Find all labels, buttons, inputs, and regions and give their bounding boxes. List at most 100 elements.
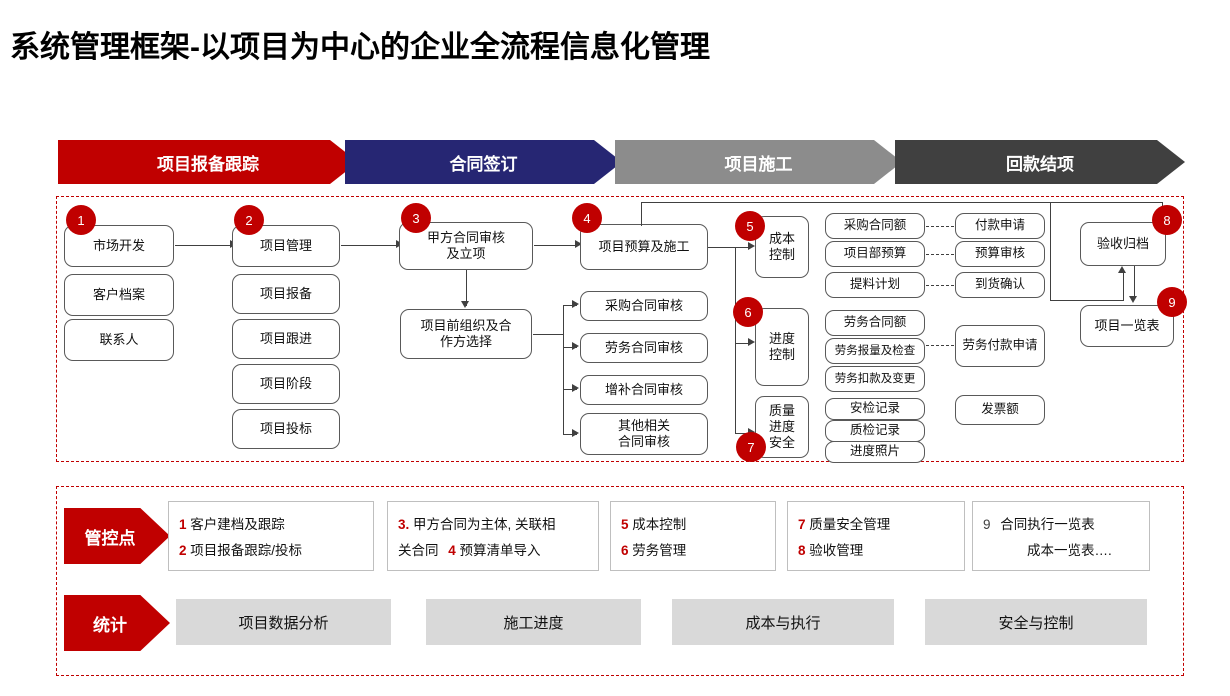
control-point-text: 验收管理 [809, 543, 864, 558]
control-point-card-1[interactable]: 1 客户建档及跟踪 2 项目报备跟踪/投标 [168, 501, 374, 571]
flow-box-payment-request[interactable]: 付款申请 [955, 213, 1045, 239]
flow-box-labor-quantity-check[interactable]: 劳务报量及检查 [825, 338, 925, 364]
flow-box-cost-control-line1: 成本 [768, 231, 795, 247]
flow-box-cost-control[interactable]: 成本 控制 [755, 216, 809, 278]
flow-box-market-development[interactable]: 市场开发 [64, 225, 174, 267]
statistics-tag-label: 统计 [93, 615, 127, 635]
control-point-card-4[interactable]: 7 质量安全管理 8 验收管理 [787, 501, 965, 571]
badge-7-label: 7 [747, 439, 755, 455]
badge-6-label: 6 [744, 304, 752, 320]
control-point-number: 8 [798, 543, 806, 558]
flow-box-project-bidding-label: 项目投标 [259, 421, 312, 437]
connector-fan-trunk [563, 305, 564, 434]
control-point-line: 关合同 4 预算清单导入 [398, 538, 590, 564]
flow-box-project-followup-label: 项目跟进 [259, 331, 312, 347]
flow-box-project-stage[interactable]: 项目阶段 [232, 364, 340, 404]
flow-box-project-list[interactable]: 项目一览表 [1080, 305, 1174, 347]
connector-c3-c4 [534, 245, 576, 246]
statistics-box-4-label: 安全与控制 [998, 614, 1074, 632]
flow-box-labor-contract-amount[interactable]: 劳务合同额 [825, 310, 925, 336]
flow-box-labor-deduction-change[interactable]: 劳务扣款及变更 [825, 366, 925, 392]
flow-box-progress-control[interactable]: 进度 控制 [755, 308, 809, 386]
control-point-card-2[interactable]: 3. 甲方合同为主体, 关联相 关合同 4 预算清单导入 [387, 501, 599, 571]
flow-box-purchase-contract-review[interactable]: 采购合同审核 [580, 291, 708, 321]
control-point-text: 劳务管理 [632, 543, 687, 558]
flow-box-contact-person-label: 联系人 [99, 332, 139, 348]
flow-box-progress-control-line2: 控制 [768, 347, 795, 362]
arrowhead-fan-2 [572, 342, 579, 350]
flow-box-project-budget-construction[interactable]: 项目预算及施工 [580, 224, 708, 270]
control-point-line: 3. 甲方合同为主体, 关联相 [398, 512, 590, 538]
flow-box-quality-safety[interactable]: 质量 进度 安全 [755, 396, 809, 458]
flow-box-material-plan[interactable]: 提料计划 [825, 272, 925, 298]
connector-preorg-out [533, 334, 564, 335]
flow-box-project-dept-budget[interactable]: 项目部预算 [825, 241, 925, 267]
statistics-box-4[interactable]: 安全与控制 [925, 599, 1147, 645]
badge-1: 1 [66, 205, 96, 235]
control-point-number: 7 [798, 517, 806, 532]
flow-box-goods-arrival-confirm[interactable]: 到货确认 [955, 272, 1045, 298]
flow-box-safety-inspection-record[interactable]: 安检记录 [825, 398, 925, 420]
flow-box-customer-archive[interactable]: 客户档案 [64, 274, 174, 316]
flow-box-supplement-contract-review[interactable]: 增补合同审核 [580, 375, 708, 405]
badge-7: 7 [736, 432, 766, 462]
flow-box-progress-photo-label: 进度照片 [849, 444, 900, 459]
flow-box-other-contract-review[interactable]: 其他相关 合同审核 [580, 413, 708, 455]
statistics-box-3[interactable]: 成本与执行 [672, 599, 894, 645]
control-point-line: 5 成本控制 [621, 512, 767, 538]
control-point-text: 质量安全管理 [809, 517, 891, 532]
flow-box-contact-person[interactable]: 联系人 [64, 319, 174, 361]
flow-box-party-a-contract-review[interactable]: 甲方合同审核 及立项 [399, 222, 533, 270]
connector-top-rail [641, 202, 1163, 203]
flow-box-invoice-amount[interactable]: 发票额 [955, 395, 1045, 425]
flow-box-preproject-org[interactable]: 项目前组织及合 作方选择 [400, 309, 532, 359]
badge-9-label: 9 [1168, 294, 1176, 310]
phase-chevron-2[interactable]: 合同签订 [345, 140, 622, 184]
flow-box-project-bidding[interactable]: 项目投标 [232, 409, 340, 449]
flow-box-payment-request-label: 付款申请 [974, 218, 1025, 233]
arrowhead-c3-c4 [575, 240, 582, 248]
flow-box-project-stage-label: 项目阶段 [259, 376, 312, 392]
statistics-box-1[interactable]: 项目数据分析 [176, 599, 391, 645]
phase-chevron-2-label: 合同签订 [449, 154, 518, 174]
connector-c2-c3 [341, 245, 397, 246]
arrowhead-accept-to-list [1129, 296, 1137, 303]
control-points-tag-label: 管控点 [84, 528, 136, 548]
page-title: 系统管理框架-以项目为中心的企业全流程信息化管理 [10, 31, 710, 64]
arrowhead-fan-3 [572, 384, 579, 392]
flow-box-progress-control-line1: 进度 [768, 331, 795, 347]
control-point-text: 客户建档及跟踪 [190, 517, 285, 532]
statistics-box-2[interactable]: 施工进度 [426, 599, 641, 645]
flow-box-project-management[interactable]: 项目管理 [232, 225, 340, 267]
phase-chevron-3[interactable]: 项目施工 [615, 140, 902, 184]
dashed-link-budget-review [926, 254, 954, 255]
flow-box-quality-inspection-record[interactable]: 质检记录 [825, 420, 925, 442]
flow-box-labor-contract-review[interactable]: 劳务合同审核 [580, 333, 708, 363]
flow-box-other-contract-review-line1: 其他相关 [617, 418, 670, 434]
flow-box-budget-review[interactable]: 预算审核 [955, 241, 1045, 267]
control-point-line: 9 合同执行一览表 [983, 512, 1141, 538]
flow-box-invoice-amount-label: 发票额 [981, 402, 1019, 417]
control-point-text: 项目报备跟踪/投标 [190, 543, 303, 558]
flow-box-project-filing[interactable]: 项目报备 [232, 274, 340, 314]
control-point-card-5[interactable]: 9 合同执行一览表 成本一览表…. [972, 501, 1150, 571]
control-point-card-3[interactable]: 5 成本控制 6 劳务管理 [610, 501, 776, 571]
phase-chevron-1[interactable]: 项目报备跟踪 [58, 140, 358, 184]
flow-box-labor-quantity-check-label: 劳务报量及检查 [834, 344, 916, 357]
flow-box-project-followup[interactable]: 项目跟进 [232, 319, 340, 359]
control-point-number: 3. [398, 517, 410, 532]
flow-box-safety-inspection-record-label: 安检记录 [849, 401, 900, 416]
flow-box-labor-payment-request[interactable]: 劳务付款申请 [955, 325, 1045, 367]
flow-box-acceptance-archive-label: 验收归档 [1096, 236, 1149, 252]
flow-box-quality-safety-line3: 安全 [768, 434, 795, 450]
control-point-line: 2 项目报备跟踪/投标 [179, 538, 365, 564]
arrowhead-c3-down [461, 301, 469, 308]
connector-accept-up [1123, 272, 1124, 301]
phase-chevron-4[interactable]: 回款结项 [895, 140, 1185, 184]
flow-box-quality-inspection-record-label: 质检记录 [849, 423, 900, 438]
control-point-number: 9 [983, 517, 991, 532]
flow-box-progress-photo[interactable]: 进度照片 [825, 441, 925, 463]
badge-6: 6 [733, 297, 763, 327]
flow-box-purchase-contract-amount[interactable]: 采购合同额 [825, 213, 925, 239]
flow-box-acceptance-archive[interactable]: 验收归档 [1080, 222, 1166, 266]
